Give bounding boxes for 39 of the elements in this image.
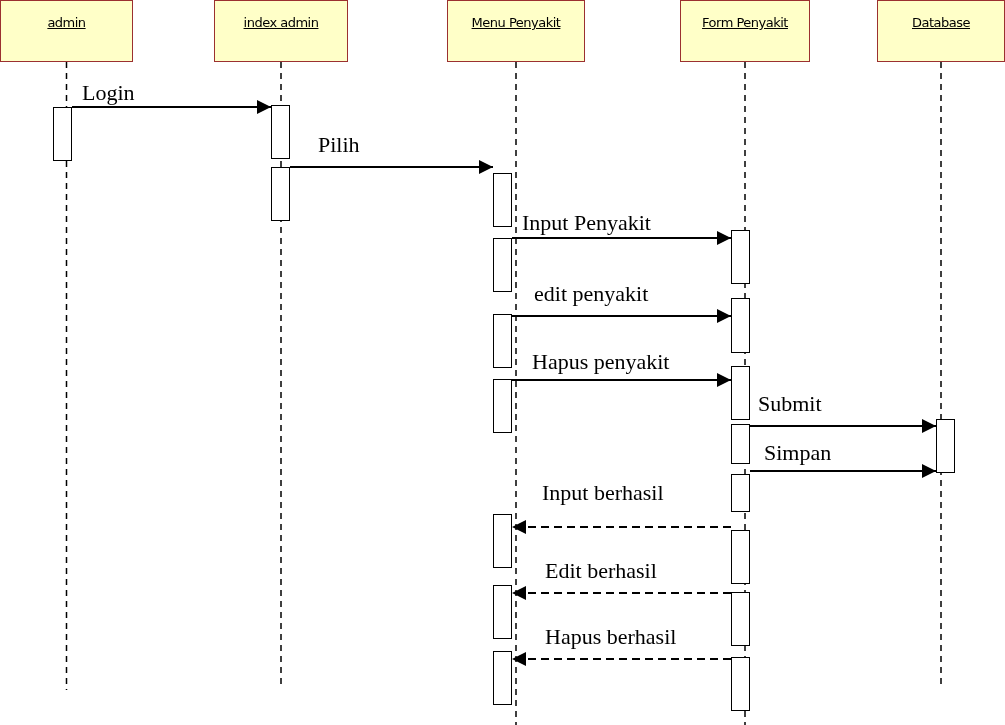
activation-bar [731, 424, 750, 464]
activation-bar [53, 107, 72, 161]
activation-bar [493, 238, 512, 292]
activation-bar [271, 167, 290, 221]
message-arrow [511, 373, 732, 387]
message-arrow [511, 231, 732, 245]
participant-name: index admin [243, 15, 319, 32]
activation-bar [493, 651, 512, 705]
activation-bar [731, 530, 750, 584]
message-arrow [511, 652, 732, 666]
message-arrow [289, 160, 494, 174]
activation-bar [731, 592, 750, 646]
participant-name: Database [912, 15, 970, 32]
activation-bar [731, 298, 750, 353]
lifeline-header-box [214, 0, 348, 62]
activation-bar [493, 514, 512, 568]
activation-bar [493, 314, 512, 368]
activation-bar [493, 379, 512, 433]
message-arrow [71, 100, 272, 114]
message-arrow [749, 464, 937, 478]
lifeline-header-box [447, 0, 585, 62]
activation-bar [493, 585, 512, 639]
lifeline-header-box [877, 0, 1005, 62]
participant-name: Form Penyakit [702, 15, 788, 32]
message-arrow [511, 309, 732, 323]
activation-bar [936, 419, 955, 473]
lifeline-header-box [0, 0, 133, 62]
message-arrow [749, 419, 937, 433]
participant-name: admin [47, 15, 86, 32]
activation-bar [271, 105, 290, 159]
activation-bar [493, 173, 512, 227]
activation-bar [731, 657, 750, 711]
participant-name: Menu Penyakit [471, 15, 561, 32]
activation-bar [731, 366, 750, 420]
lifeline-header-box [680, 0, 810, 62]
activation-bar [731, 474, 750, 512]
message-arrow [511, 520, 732, 534]
message-arrow [511, 586, 732, 600]
activation-bar [731, 230, 750, 284]
